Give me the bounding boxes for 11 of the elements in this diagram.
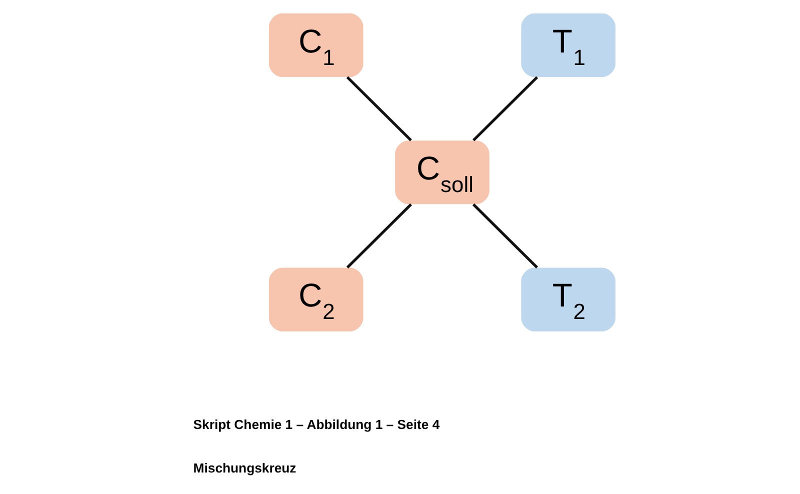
- caption: Mischungskreuz: [193, 460, 296, 475]
- connector: [472, 76, 538, 141]
- node-box: C$_{soll}$: [395, 140, 490, 204]
- connector: [346, 76, 412, 141]
- connector: [472, 202, 538, 268]
- node-box: T$_{1}$: [521, 12, 616, 76]
- label: Skript Chemie 1 – Abbildung 1 – Seite 4: [193, 416, 440, 432]
- connector: [346, 202, 412, 268]
- node-box: C$_{2}$: [268, 267, 364, 331]
- node-box: T$_{2}$: [521, 267, 616, 331]
- node-box: C$_{1}$: [268, 12, 364, 76]
